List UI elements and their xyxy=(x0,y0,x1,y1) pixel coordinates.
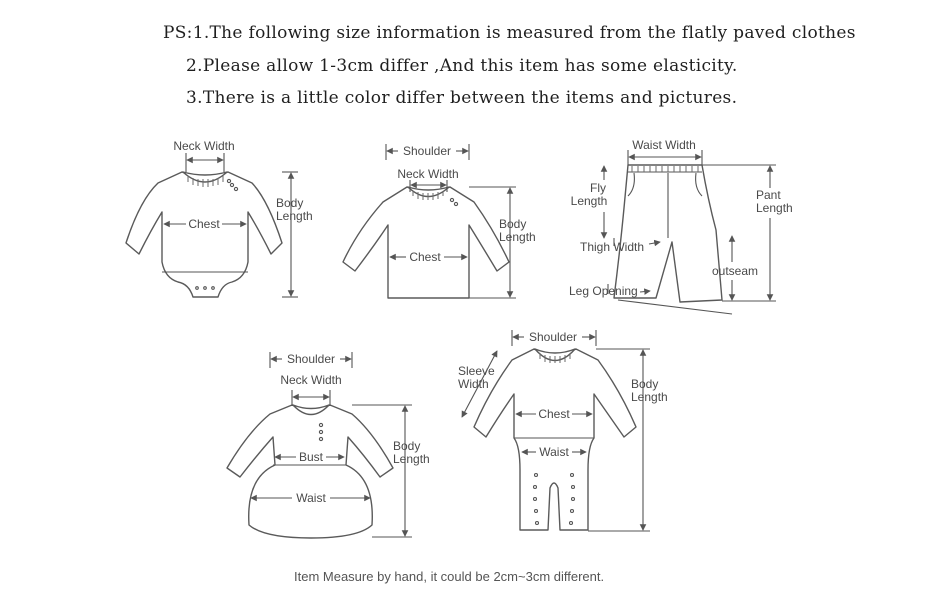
pants-length-label-2: Length xyxy=(756,201,793,215)
dress-collar xyxy=(292,404,330,416)
bodysuit-chest-label: Chest xyxy=(188,217,220,231)
dress-neck-label: Neck Width xyxy=(280,373,341,387)
shirt-body-label-2: Length xyxy=(499,230,536,244)
romper-body-label-2: Length xyxy=(631,390,668,404)
pants-thigh-label: Thigh Width xyxy=(580,240,644,254)
bodysuit-body-label-2: Length xyxy=(276,209,313,223)
dress-body-label-2: Length xyxy=(393,452,430,466)
romper-shoulder-label: Shoulder xyxy=(529,330,577,344)
pants-length-label-1: Pant xyxy=(756,188,781,202)
note-line-2: 2.Please allow 1-3cm differ ,And this it… xyxy=(186,56,738,76)
romper-chest-label: Chest xyxy=(538,407,570,421)
shirt-chest-label: Chest xyxy=(409,250,441,264)
romper-figure: Shoulder Sleeve Width Chest Waist Body L… xyxy=(458,330,668,532)
dress-bust-label: Bust xyxy=(299,450,324,464)
pants-figure: Waist Width Fly Length Pant Length Thigh… xyxy=(569,138,793,315)
note-line-1: PS:1.The following size information is m… xyxy=(163,23,856,43)
pants-leg-opening-label: Leg Opening xyxy=(569,284,638,298)
bodysuit-outline xyxy=(125,171,283,298)
bodysuit-neck-label: Neck Width xyxy=(173,139,234,153)
dress-body-label-1: Body xyxy=(393,439,420,453)
dress-waist-label: Waist xyxy=(296,491,326,505)
dress-shoulder-label: Shoulder xyxy=(287,352,335,366)
bodysuit-body-label-1: Body xyxy=(276,196,303,210)
shirt-figure: Shoulder Neck Width Chest Body Length xyxy=(342,144,536,299)
pants-outseam-label: outseam xyxy=(712,264,758,278)
shirt-shoulder-label: Shoulder xyxy=(403,144,451,158)
bodysuit-figure: Neck Width Chest Body Length xyxy=(125,139,313,298)
shirt-body-label-1: Body xyxy=(499,217,526,231)
romper-sleeve-label-2: Width xyxy=(458,377,489,391)
romper-body-label-1: Body xyxy=(631,377,658,391)
pants-fly-label-1: Fly xyxy=(590,181,606,195)
shirt-neck-label: Neck Width xyxy=(397,167,458,181)
pants-fly-label-2: Length xyxy=(571,194,608,208)
shirt-outline xyxy=(342,186,510,299)
dress-outline xyxy=(226,404,394,539)
note-line-3: 3.There is a little color differ between… xyxy=(186,88,738,108)
romper-outline xyxy=(473,348,637,531)
romper-waist-label: Waist xyxy=(539,445,569,459)
footer-note: Item Measure by hand, it could be 2cm~3c… xyxy=(294,569,605,584)
bodysuit-collar xyxy=(182,171,228,183)
dress-figure: Shoulder Neck Width Bust Waist Body Leng… xyxy=(226,352,430,539)
pants-waist-label: Waist Width xyxy=(632,138,696,152)
